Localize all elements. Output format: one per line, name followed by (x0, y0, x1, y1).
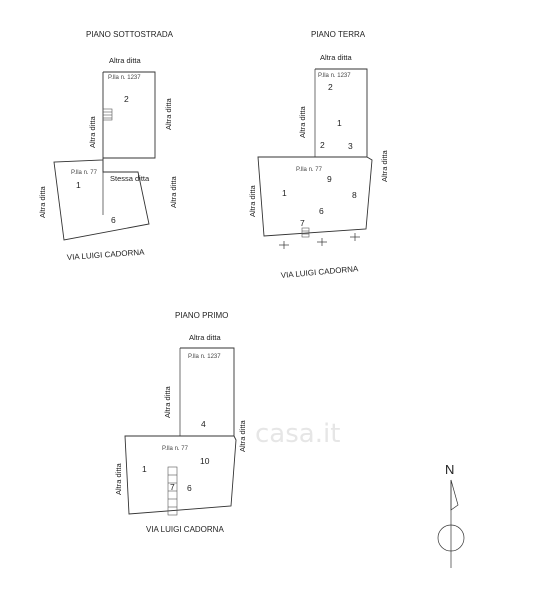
room-number: 1 (337, 118, 342, 128)
room-number: 2 (328, 82, 333, 92)
inner-label: Stessa ditta (110, 174, 150, 183)
watermark: casa.it (255, 419, 340, 449)
wall-outline (53, 71, 156, 241)
neighbor-top: Altra ditta (189, 333, 222, 342)
plan-sottostrada: PIANO SOTTOSTRADA Altra ditta Altra ditt… (38, 30, 178, 262)
wall-outline (124, 347, 237, 515)
neighbor-left-lower: Altra ditta (114, 462, 123, 495)
street-label: VIA LUIGI CADORNA (146, 525, 224, 534)
neighbor-right-upper: Altra ditta (380, 149, 389, 182)
neighbor-left-upper: Altra ditta (298, 105, 307, 138)
room-number: 3 (348, 141, 353, 151)
street-label: VIA LUIGI CADORNA (67, 248, 146, 262)
neighbor-top: Altra ditta (320, 53, 353, 62)
room-number: 9 (327, 174, 332, 184)
room-number: 6 (187, 483, 192, 493)
wall-outline (257, 68, 373, 237)
neighbor-left-upper: Altra ditta (163, 385, 172, 418)
plan-terra: PIANO TERRA Altra ditta Altra ditta Altr… (248, 30, 389, 280)
neighbor-right-upper: Altra ditta (238, 419, 247, 452)
room-number: 1 (142, 464, 147, 474)
compass-circle (437, 524, 465, 552)
parcel-label: P.lla n. 1237 (318, 73, 351, 79)
room-number: 7 (300, 218, 305, 228)
room-number: 8 (352, 190, 357, 200)
neighbor-left-upper: Altra ditta (88, 115, 97, 148)
north-compass: N (437, 462, 465, 568)
room-number: 1 (282, 188, 287, 198)
street-label: VIA LUIGI CADORNA (280, 264, 359, 280)
room-number: 7 (170, 482, 175, 492)
stair-hatch (301, 227, 310, 238)
room-number: 10 (200, 456, 210, 466)
parcel-label: P.lla n. 1237 (108, 75, 141, 81)
plan-title: PIANO PRIMO (175, 311, 228, 320)
neighbor-left-lower: Altra ditta (248, 184, 257, 217)
room-number: 2 (124, 94, 129, 104)
compass-north-label: N (445, 462, 454, 477)
plan-title: PIANO SOTTOSTRADA (86, 30, 174, 39)
north-arrow-icon (450, 479, 459, 511)
parcel-label: P.lla n. 77 (162, 446, 189, 452)
neighbor-right-lower: Altra ditta (169, 175, 178, 208)
parcel-label: P.lla n. 77 (296, 167, 323, 173)
room-number: 6 (111, 215, 116, 225)
room-number: 4 (201, 419, 206, 429)
entrance-arrows (279, 233, 360, 249)
parcel-label: P.lla n. 77 (71, 170, 98, 176)
room-number: 1 (76, 180, 81, 190)
room-number: 6 (319, 206, 324, 216)
stair-hatch (167, 466, 178, 516)
neighbor-left-lower: Altra ditta (38, 185, 47, 218)
room-number: 2 (320, 140, 325, 150)
stair-hatch (102, 108, 113, 121)
plan-title: PIANO TERRA (311, 30, 366, 39)
plan-primo: PIANO PRIMO Altra ditta Altra ditta Altr… (114, 311, 247, 534)
neighbor-top: Altra ditta (109, 56, 142, 65)
parcel-label: P.lla n. 1237 (188, 354, 221, 360)
neighbor-right-upper: Altra ditta (164, 97, 173, 130)
